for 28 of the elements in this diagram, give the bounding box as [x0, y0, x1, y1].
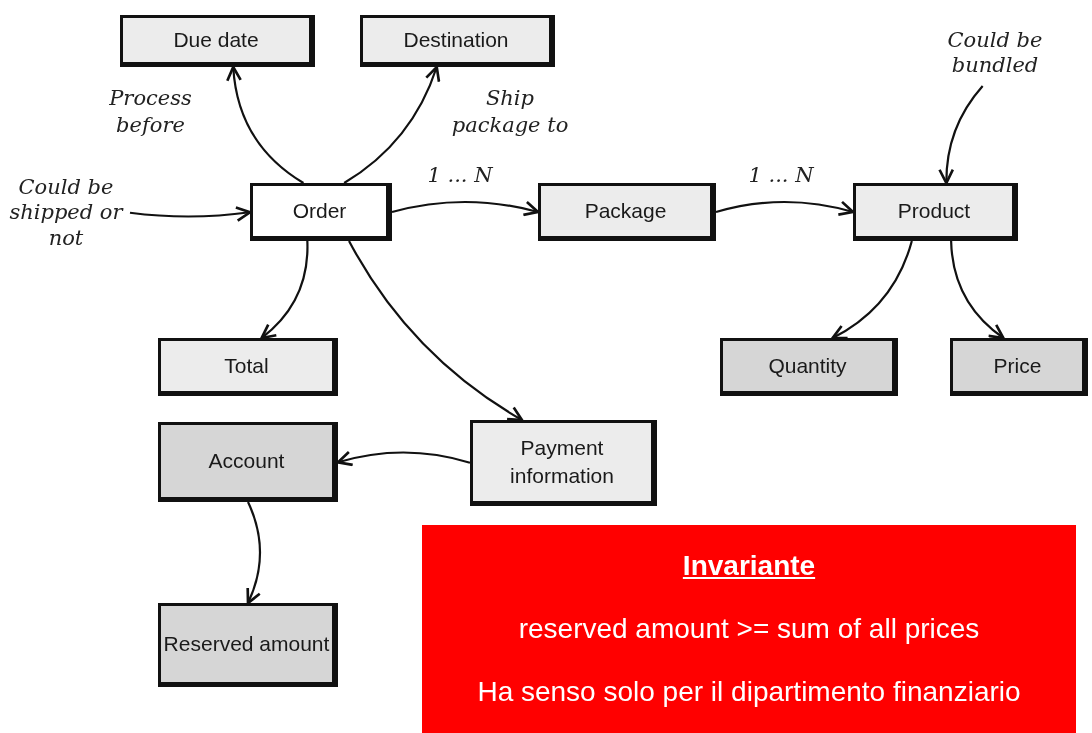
arrow	[938, 85, 984, 185]
handwritten-note: Could be shipped or not	[2, 168, 130, 258]
panel-heading: Invariante	[682, 550, 816, 583]
arrow	[831, 240, 913, 340]
entity-box: Payment information	[470, 420, 657, 506]
entity-box: Destination	[360, 15, 555, 67]
arrow	[226, 65, 305, 184]
arrow	[245, 501, 262, 605]
panel-text: Ha senso solo per il dipartimento finanziario	[477, 675, 1021, 708]
entity-box: Account	[158, 422, 338, 502]
arrow	[715, 200, 855, 217]
entity-box: Reserved amount	[158, 603, 338, 687]
entity-box: Product	[853, 183, 1018, 241]
entity-box: Order	[250, 183, 392, 241]
entity-box: Total	[158, 338, 338, 396]
entity-box: Due date	[120, 15, 315, 67]
arrow	[348, 240, 524, 422]
arrow	[343, 65, 440, 184]
arrow	[391, 200, 540, 217]
handwritten-note: Could be bundled	[915, 20, 1075, 86]
note-panel	[422, 525, 1076, 733]
arrow	[129, 206, 252, 222]
arrow	[260, 241, 309, 340]
arrow	[950, 240, 1005, 340]
panel-text: reserved amount >= sum of all prices	[518, 613, 980, 645]
entity-box: Package	[538, 183, 716, 241]
entity-box: Quantity	[720, 338, 898, 396]
entity-box: Price	[950, 338, 1088, 396]
